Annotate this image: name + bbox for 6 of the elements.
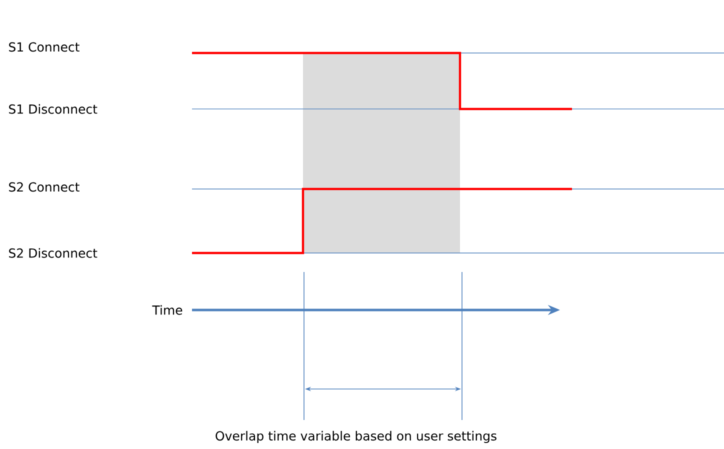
axis-label: Time xyxy=(152,305,182,315)
signal-label: S2 Connect xyxy=(9,182,80,192)
signal-label: S1 Connect xyxy=(9,42,80,52)
signal-label: S2 Disconnect xyxy=(9,248,98,258)
caption: Overlap time variable based on user settings xyxy=(216,430,496,444)
signal-label: S1 Disconnect xyxy=(9,104,98,114)
